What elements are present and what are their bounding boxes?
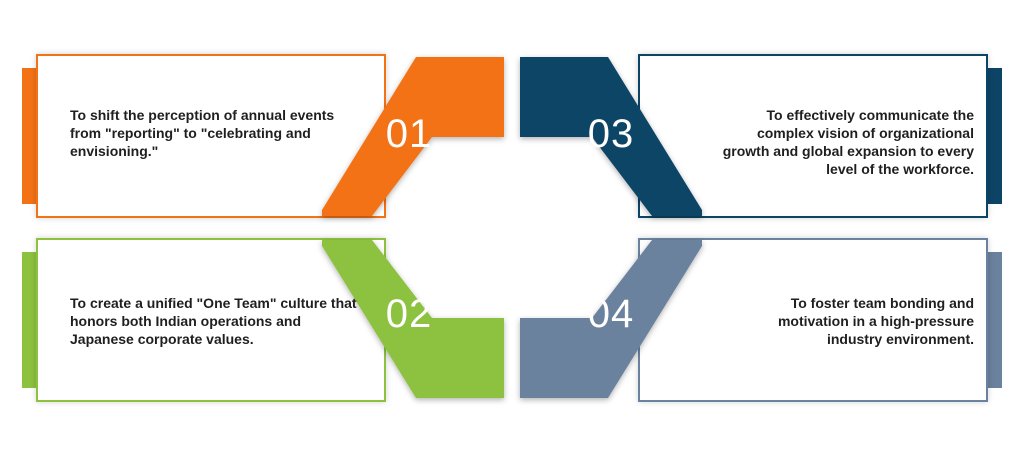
segment-03 — [520, 57, 702, 216]
tab-04 — [988, 252, 1002, 388]
card-02 — [36, 238, 386, 402]
tab-01 — [22, 68, 36, 204]
text-04: To foster team bonding and motivation in… — [777, 295, 974, 347]
number-02: 02 — [385, 292, 433, 336]
segment-01 — [322, 57, 504, 216]
number-04: 04 — [587, 292, 635, 336]
tab-03 — [988, 68, 1002, 204]
text-02: To create a unified "One Team" culture t… — [70, 295, 357, 347]
segment-04 — [520, 240, 702, 398]
number-03: 03 — [587, 112, 635, 156]
card-03 — [638, 54, 988, 218]
tab-02 — [22, 252, 36, 388]
card-04 — [638, 238, 988, 402]
segment-02 — [322, 240, 504, 398]
text-01: To shift the perception of annual events… — [70, 107, 335, 159]
number-01: 01 — [385, 112, 433, 156]
text-03: To effectively communicate the complex v… — [722, 107, 974, 177]
